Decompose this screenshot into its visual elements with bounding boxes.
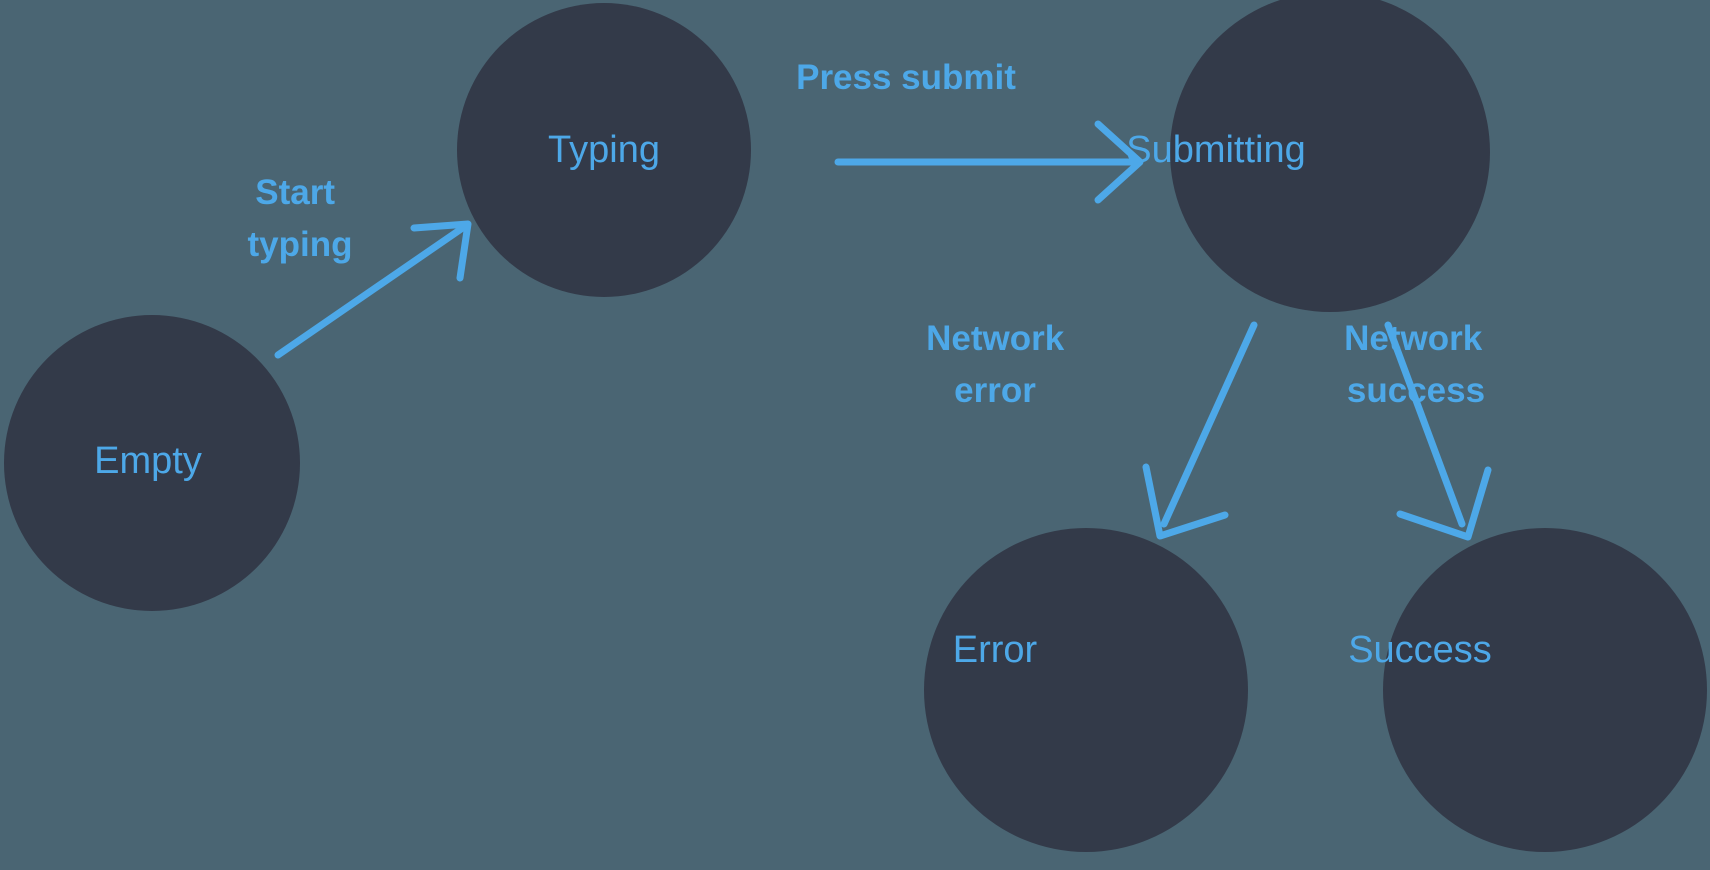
edge-start-typing[interactable] (274, 220, 472, 359)
edge-label-start-typing-line-1: Start (255, 173, 335, 212)
edge-network-success[interactable] (1384, 321, 1492, 541)
state-node-success[interactable]: Success (1348, 528, 1707, 852)
state-node-typing-label: Typing (548, 129, 660, 171)
edge-press-submit-arrowhead (1094, 120, 1144, 204)
edge-label-network-success: Network success (1344, 319, 1492, 410)
state-node-success-label: Success (1348, 629, 1492, 671)
edge-start-typing-arrowhead (410, 220, 472, 282)
state-node-error-label: Error (953, 629, 1038, 671)
state-node-submitting-circle (1170, 0, 1490, 312)
edge-press-submit[interactable] (834, 120, 1144, 204)
edge-label-network-error-line-1: Network (926, 319, 1065, 358)
state-node-empty-label: Empty (94, 440, 202, 482)
state-node-success-circle (1383, 528, 1707, 852)
state-node-error-circle (924, 528, 1248, 852)
edge-label-start-typing-line-2: typing (248, 225, 353, 264)
edge-network-error-arrowhead (1142, 463, 1229, 540)
state-node-submitting-label: Submitting (1126, 129, 1306, 171)
edge-label-network-error-line-2: error (954, 371, 1036, 410)
edge-label-network-error: Network error (926, 319, 1074, 410)
edge-network-error[interactable] (1142, 321, 1258, 540)
edge-network-success-arrowhead (1396, 466, 1492, 541)
edge-network-success-line (1384, 321, 1466, 528)
state-node-empty-circle (4, 315, 300, 611)
state-node-error[interactable]: Error (924, 528, 1248, 852)
state-node-submitting[interactable]: Submitting (1126, 0, 1490, 312)
edge-label-start-typing: Start typing (248, 173, 353, 264)
edge-start-typing-line (274, 223, 468, 359)
edge-label-press-submit: Press submit (796, 58, 1016, 97)
state-node-empty[interactable]: Empty (4, 315, 300, 611)
edge-label-press-submit-line-1: Press submit (796, 58, 1016, 97)
edge-network-error-line (1160, 321, 1258, 528)
state-node-typing[interactable]: Typing (457, 3, 751, 297)
state-node-typing-circle (457, 3, 751, 297)
edge-label-network-success-line-2: success (1347, 371, 1485, 410)
edge-label-network-success-line-1: Network (1344, 319, 1483, 358)
